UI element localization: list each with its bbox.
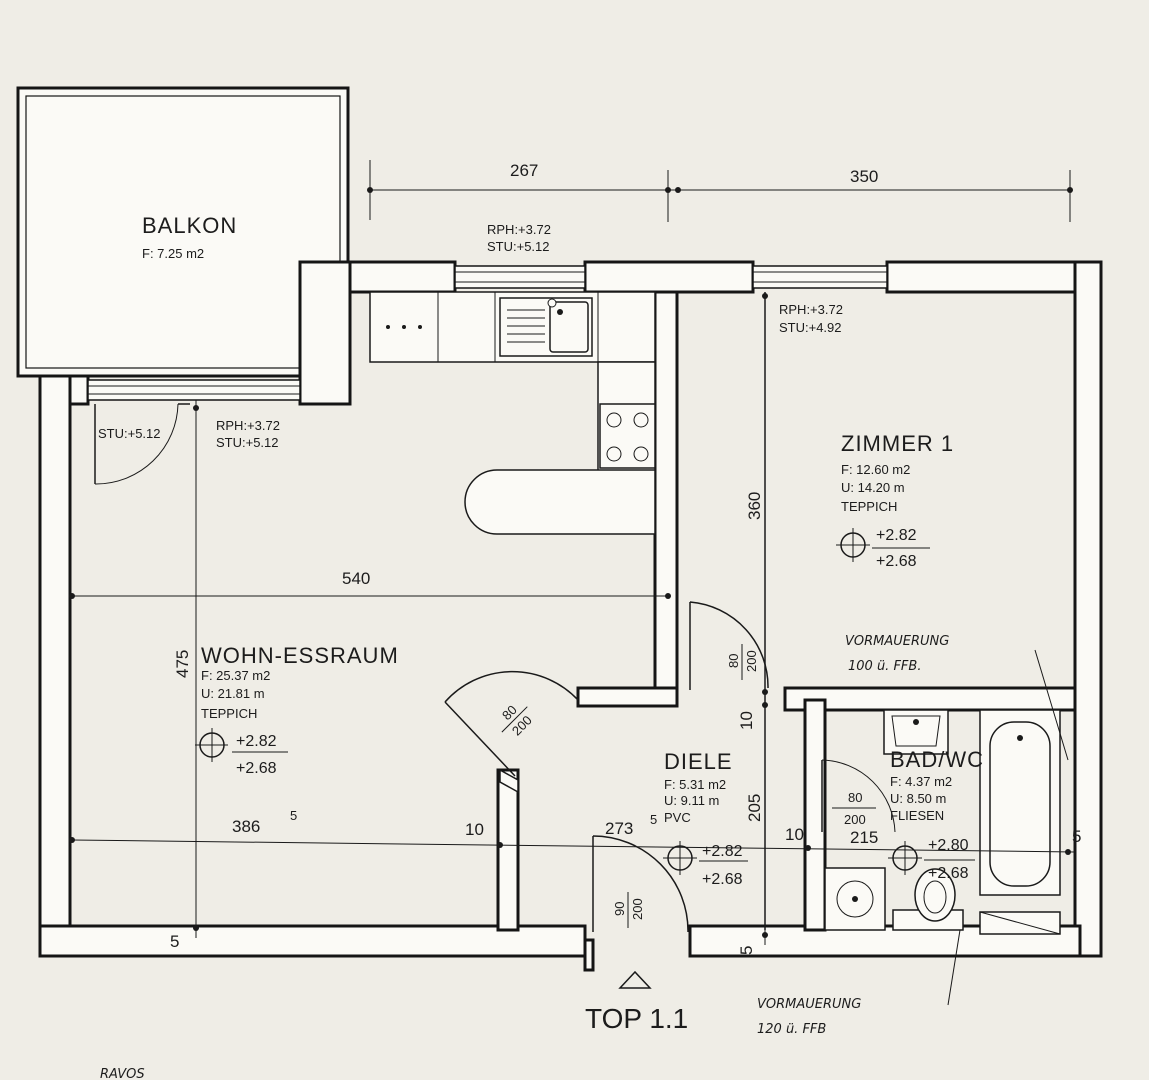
plan-label: TOP 1.1 [585, 1003, 688, 1034]
note-vormauerung-bottom-1: VORMAUERUNG [757, 997, 861, 1012]
wohn-level-bottom: +2.68 [236, 760, 277, 777]
dim-diele-height: 205 [745, 794, 764, 822]
dim-wohn-width: 540 [342, 569, 370, 588]
bad-level-top: +2.80 [928, 837, 969, 854]
door-bad-h: 200 [844, 812, 866, 827]
door-entry-w: 90 [612, 902, 627, 916]
labels: BALKON F: 7.25 m2 RPH:+3.72 STU:+5.12 RP… [98, 161, 1081, 1080]
dim-wall-5-left: 5 [170, 932, 179, 951]
dim-wall-5-mid: 5 [737, 946, 756, 955]
balcony-window-stu: STU:+5.12 [216, 435, 279, 450]
level-marker-zimmer [836, 528, 930, 562]
wohn-name: WOHN-ESSRAUM [201, 643, 399, 668]
top-window-stu: STU:+5.12 [487, 239, 550, 254]
door-zimmer-w: 80 [726, 654, 741, 668]
walls [38, 260, 1103, 972]
zimmer-name: ZIMMER 1 [841, 431, 954, 456]
zimmer-perimeter: U: 14.20 m [841, 480, 905, 495]
balcony [16, 86, 350, 378]
bathtub-icon [979, 709, 1061, 935]
balkon-area: F: 7.25 m2 [142, 246, 204, 261]
zimmer-level-bottom: +2.68 [876, 553, 917, 570]
toilet-icon [892, 868, 964, 931]
dimension-lines [69, 160, 1076, 945]
level-marker-bad [888, 841, 975, 875]
diele-level-bottom: +2.68 [702, 871, 743, 888]
bad-area: F: 4.37 m2 [890, 774, 952, 789]
dim-bad-width: 215 [850, 828, 878, 847]
dim-wohn-height: 475 [173, 650, 192, 678]
zimmer-area: F: 12.60 m2 [841, 462, 910, 477]
zimmer-level-top: +2.82 [876, 527, 917, 544]
balcony-window-rph: RPH:+3.72 [216, 418, 280, 433]
dim-diele-width: 273 [605, 819, 633, 838]
level-marker-wohn [195, 728, 288, 762]
note-vormauerung-top-2: 100 ü. FFB. [848, 659, 921, 674]
counter-peninsula [464, 469, 656, 535]
sink-icon [499, 297, 593, 357]
wohn-floor: TEPPICH [201, 706, 257, 721]
dim-wall-10-c: 10 [737, 711, 756, 730]
diele-area: F: 5.31 m2 [664, 777, 726, 792]
diele-perimeter: U: 9.11 m [664, 793, 719, 808]
diele-level-top: +2.82 [702, 843, 743, 860]
bad-level-bottom: +2.68 [928, 865, 969, 882]
zimmer-window-rph: RPH:+3.72 [779, 302, 843, 317]
wohn-perimeter: U: 21.81 m [201, 686, 265, 701]
door-bad-w: 80 [848, 790, 862, 805]
bad-name: BAD/WC [890, 747, 984, 772]
door-label-bad: 80 200 [832, 790, 876, 827]
bad-floor: FLIESEN [890, 808, 944, 823]
door-entry-h: 200 [630, 898, 645, 920]
level-marker-diele [663, 841, 748, 875]
dim-zimmer-height: 360 [745, 492, 764, 520]
bathroom-fixtures [824, 709, 1061, 935]
zimmer-floor: TEPPICH [841, 499, 897, 514]
diele-name: DIELE [664, 749, 733, 774]
doors [94, 403, 896, 989]
dim-wohn-lower: 386 [232, 817, 260, 836]
corner-scribble: RAVOS [100, 1067, 145, 1080]
dim-top-right: 350 [850, 167, 878, 186]
note-vormauerung-top-1: VORMAUERUNG [845, 634, 949, 649]
stove-icon [599, 403, 656, 469]
washing-machine-icon [824, 867, 886, 931]
wohn-area: F: 25.37 m2 [201, 668, 270, 683]
note-vormauerung-bottom-2: 120 ü. FFB [757, 1022, 826, 1037]
dim-wall-10-b: 10 [785, 825, 804, 844]
dim-wall-10-a: 10 [465, 820, 484, 839]
balkon-name: BALKON [142, 213, 237, 238]
washbasin-icon [883, 709, 949, 755]
windows [87, 265, 888, 401]
wohn-level-top: +2.82 [236, 733, 277, 750]
door-label-entry: 90 200 [612, 892, 645, 928]
dim-diele-width-sup: 5 [650, 812, 657, 827]
zimmer-window-stu: STU:+4.92 [779, 320, 842, 335]
balcony-door-stu: STU:+5.12 [98, 426, 161, 441]
bad-perimeter: U: 8.50 m [890, 791, 946, 806]
dim-top-left: 267 [510, 161, 538, 180]
door-label-zimmer: 80 200 [726, 644, 759, 680]
kitchen [369, 291, 656, 535]
door-zimmer-h: 200 [744, 650, 759, 672]
dim-wall-5-right: 5 [1072, 827, 1081, 846]
top-window-rph: RPH:+3.72 [487, 222, 551, 237]
dim-wohn-lower-sup: 5 [290, 808, 297, 823]
diele-floor: PVC [664, 810, 691, 825]
